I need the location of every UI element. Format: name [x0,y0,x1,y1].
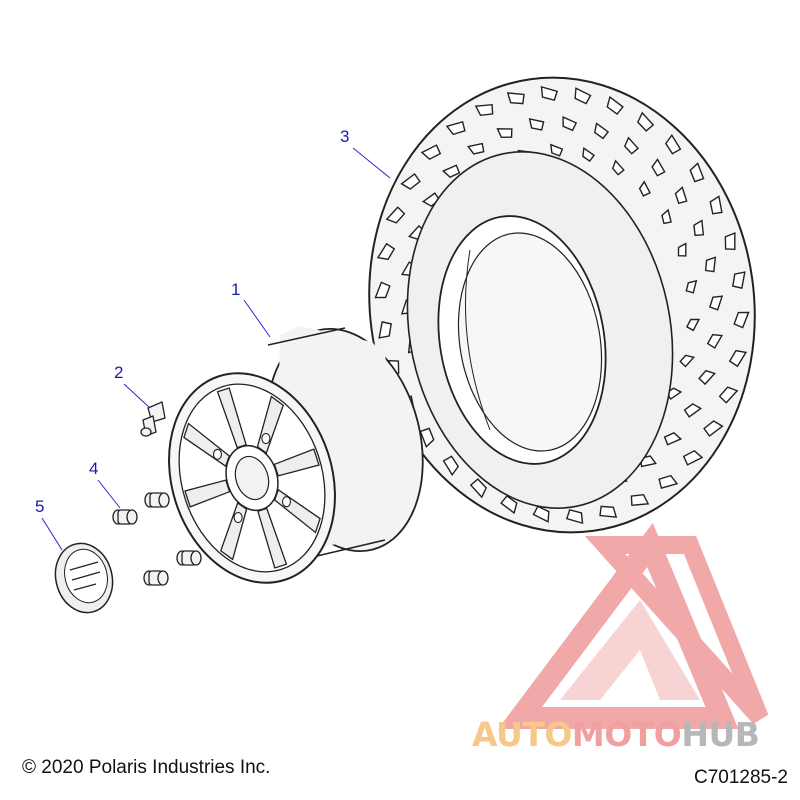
tread-block [689,162,705,183]
tread-block [718,386,739,404]
valve-stem [140,401,166,437]
tread-block [550,143,564,157]
watermark-text-hub: HUB [681,715,760,754]
tread-block [638,180,651,197]
tread-block [469,478,488,499]
tread-block [682,449,704,466]
tread-block [709,295,724,311]
leader-lug-nuts [97,479,121,509]
tread-block [565,509,584,525]
wheel-spokes [183,387,321,569]
tread-block [506,92,525,105]
watermark-text: AUTOMOTOHUB [472,715,760,754]
tread-block [704,256,717,273]
tread-block [724,231,736,251]
tread-block [496,128,513,138]
tread-block [611,159,625,176]
tread-block [474,103,494,117]
leader-wheel [243,299,271,338]
callout-wheel: 1 [231,280,241,299]
callout-valve-stem: 2 [114,363,124,382]
tread-block [693,219,705,237]
leader-valve-stem [123,383,151,409]
tread-block [663,432,683,446]
bolt-hole [212,448,223,460]
tread-block [376,242,396,261]
tread-block [441,164,461,178]
callout-tire: 3 [340,127,350,146]
tread-block [674,186,688,205]
tread-block [378,321,392,339]
tread-block [661,208,672,225]
tread-block [728,349,748,368]
wheel-bolt-holes [212,432,292,524]
tread-block [636,111,655,132]
tread-block [400,172,421,190]
tire [368,76,756,534]
tread-block [698,369,716,386]
center-cap [54,542,114,614]
watermark-text-auto: AUTO [472,715,572,754]
tread-block [733,311,750,329]
tread-block [374,281,391,299]
bolt-hole [281,496,292,508]
tread-block [685,279,698,294]
leader-lines [41,147,391,551]
tread-block [703,420,724,438]
tread-block [562,115,578,132]
tread-block [706,333,724,349]
tread-block [528,117,545,131]
tread-block [658,474,679,490]
tread-block [500,494,518,515]
tread-block [419,427,435,448]
tread-block [467,142,485,155]
tread-block [540,85,559,101]
leader-tire [352,147,391,179]
wheel [168,326,424,584]
tread-block [651,158,666,177]
tread-block [599,505,618,518]
bolt-hole [261,432,271,445]
lug-nuts [112,492,202,586]
tread-block [685,318,701,332]
part-number: C701285-2 [693,767,788,788]
bolt-hole [233,511,243,524]
tread-block [664,133,682,155]
watermark-text-moto: MOTO [571,715,682,754]
tread-block [385,206,406,224]
tread-block [677,242,687,257]
tread-block [623,136,640,155]
copyright-notice: © 2020 Polaris Industries Inc. [22,757,271,778]
tread-block [606,95,624,116]
tread-block [445,120,466,136]
tread-block [630,493,650,507]
callout-center-cap: 5 [35,497,45,516]
tread-block [574,87,592,105]
watermark-logo [497,523,769,729]
tread-block [593,122,610,140]
callout-lug-nuts: 4 [89,459,99,478]
leader-center-cap [41,517,63,551]
tread-block [420,144,442,161]
tread-block [683,403,703,418]
tread-block [732,271,746,289]
tread-block [442,455,460,477]
tread-block [582,146,596,163]
tread-block [679,354,696,368]
tread-block [709,195,723,215]
